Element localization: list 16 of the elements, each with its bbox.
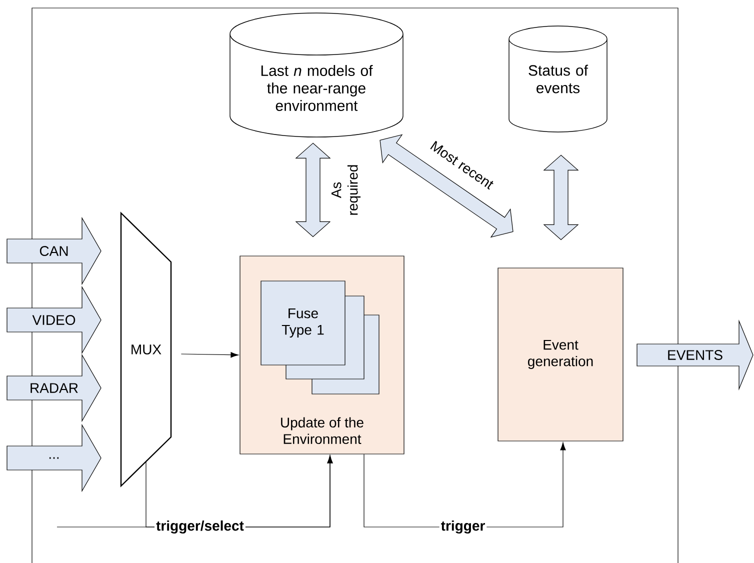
output-block: EVENTS	[636, 319, 754, 391]
input-block: RADAR	[6, 354, 102, 422]
double-arrow	[380, 134, 514, 238]
arrow	[180, 352, 239, 358]
double-arrow	[295, 142, 331, 238]
input-block: VIDEO	[6, 286, 102, 354]
edge-label: trigger	[439, 518, 487, 536]
edge-label: As required	[330, 158, 362, 222]
edge-label: trigger/select	[154, 518, 246, 536]
double-arrow	[543, 154, 579, 240]
database-cylinder: Status of events	[508, 26, 608, 132]
input-block: ...	[6, 424, 102, 492]
input-block: CAN	[6, 216, 102, 286]
database-cylinder: Last n models of the near-range environment	[230, 12, 404, 138]
process-box: Event generation	[498, 268, 624, 442]
stacked-cards: Fuse Type 1	[260, 280, 380, 394]
